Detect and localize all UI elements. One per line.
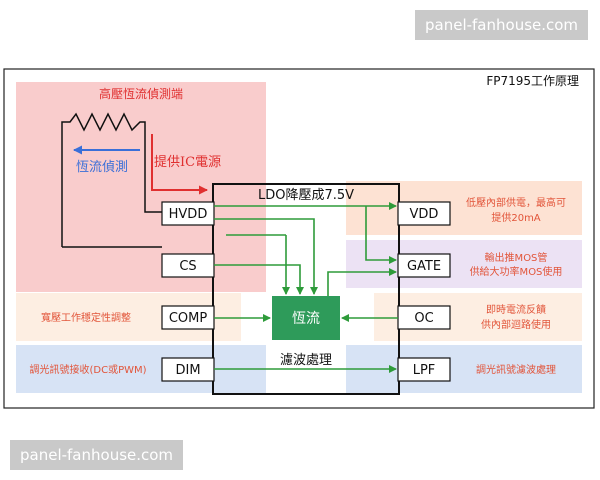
- feedback-label: 恆流偵測: [76, 160, 128, 175]
- pin-cs-label: CS: [179, 259, 196, 274]
- pin-oc-label: OC: [414, 311, 433, 326]
- pin-lpf-label: LPF: [413, 363, 436, 378]
- note-vdd-line1: 低壓內部供電，最高可: [466, 196, 566, 209]
- ldo-label: LDO降壓成7.5V: [258, 188, 354, 203]
- note-dim: 調光訊號接收(DC或PWM): [29, 363, 146, 376]
- core-block: [272, 296, 340, 340]
- hv-zone: [16, 82, 266, 292]
- note-vdd-line2: 提供20mA: [491, 211, 540, 224]
- note-oc-line2: 供內部迴路使用: [481, 318, 551, 331]
- pin-hvdd: [161, 201, 215, 226]
- pin-hvdd-label: HVDD: [169, 207, 208, 222]
- diagram-title: FP7195工作原理: [486, 74, 579, 88]
- vdd-zone: [346, 181, 582, 235]
- sense-resistor: [61, 112, 162, 247]
- core-label: 恆流: [292, 311, 320, 327]
- pin-gate-label: GATE: [407, 259, 441, 274]
- watermark-bottom: panel-fanhouse.com: [10, 440, 184, 470]
- supply-label: 提供IC電源: [154, 154, 221, 170]
- note-gate-line1: 輸出推MOS管: [485, 251, 548, 264]
- pin-vdd: [397, 201, 451, 226]
- arrow-cs-core: [214, 264, 304, 295]
- note-oc-line1: 即時電流反饋: [486, 303, 546, 316]
- arrow-hvdd-core: [214, 218, 318, 295]
- note-gate-line2: 供給大功率MOS使用: [470, 265, 563, 278]
- pin-dim-label: DIM: [175, 363, 200, 378]
- pin-vdd-label: VDD: [410, 207, 439, 222]
- ic-body: [212, 183, 400, 395]
- supply-arrow: [151, 134, 208, 195]
- note-comp: 寬壓工作穩定性調整: [41, 311, 131, 324]
- pin-lpf: [397, 357, 451, 382]
- gate-zone: [346, 240, 582, 288]
- pin-gate: [397, 253, 451, 278]
- watermark-top: panel-fanhouse.com: [415, 10, 589, 40]
- hv-zone-title: 高壓恆流偵測端: [99, 86, 183, 101]
- pin-comp-label: COMP: [169, 311, 208, 326]
- note-lpf: 調光訊號濾波處理: [476, 363, 556, 376]
- arrow-core-gate: [327, 268, 397, 296]
- arrow-vdd-gate: [365, 206, 397, 264]
- filter-label: 濾波處理: [280, 353, 332, 368]
